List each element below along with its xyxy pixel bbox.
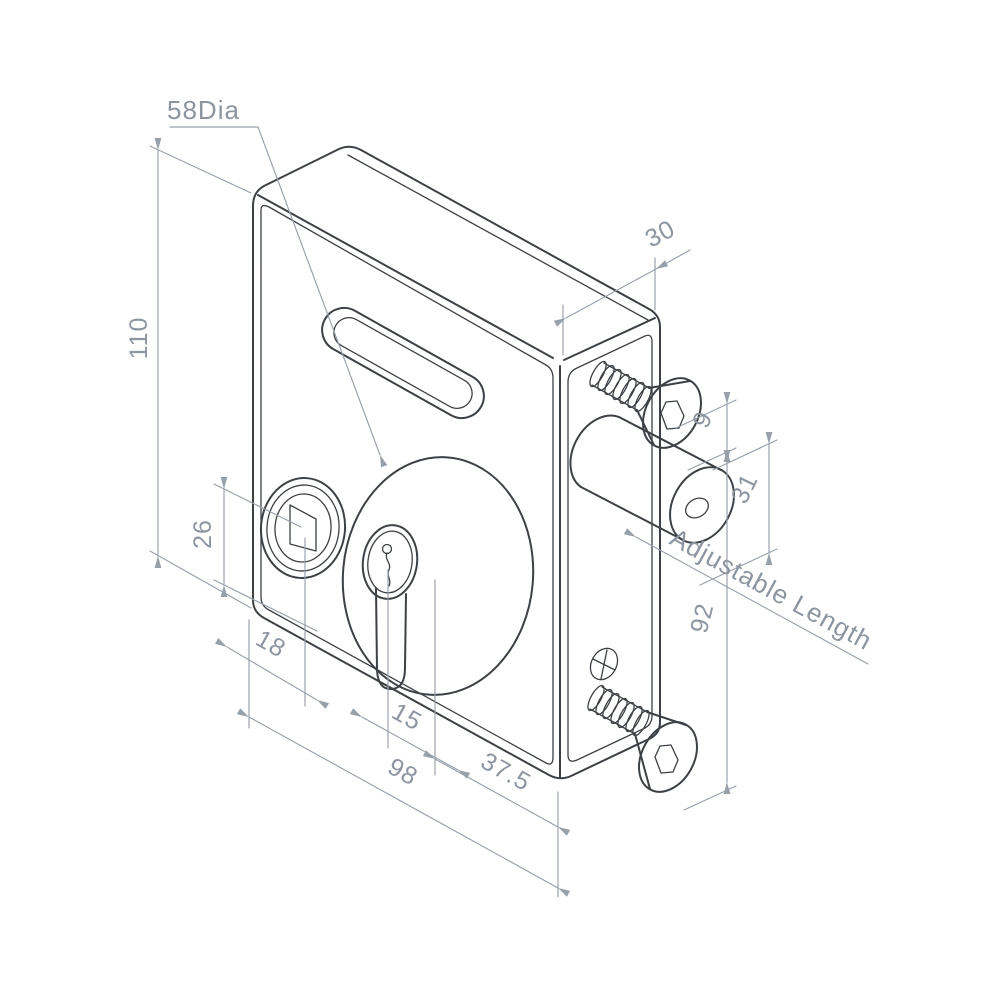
cylinder-face-inner	[367, 530, 413, 594]
dim-follower-offset: 26	[189, 477, 318, 632]
pin-bottom-line	[580, 486, 684, 541]
bottom-bolt-shank-top	[601, 686, 648, 713]
bottom-bolt-shank-bottom	[589, 708, 636, 735]
lock-body	[252, 145, 661, 780]
top-bolt-head-cone-top	[648, 380, 691, 389]
follower-ring-inner	[274, 493, 332, 563]
dim-follower-from-edge: 18	[214, 625, 330, 710]
front-top-edge	[257, 194, 554, 359]
dim-label-37-5: 37.5	[476, 747, 536, 797]
dim-label-31: 31	[726, 469, 764, 508]
latch-pin	[569, 414, 735, 544]
slot-inner	[333, 317, 473, 409]
key-squiggle	[385, 552, 391, 587]
key-pin	[381, 543, 393, 555]
dimensions: 58Dia 110 26 30	[125, 95, 877, 898]
dim-label-58dia: 58Dia	[167, 95, 240, 125]
callout-adjustable-length: Adjustable Length	[623, 522, 877, 665]
dim-body-height: 110	[125, 138, 252, 609]
handle-slot	[321, 306, 485, 420]
dim-body-depth: 30	[553, 215, 691, 356]
dim-body-width: 98	[236, 708, 571, 897]
top-bolt-threads	[589, 360, 652, 413]
euro-cylinder-keyhole	[361, 524, 419, 691]
bottom-bolt-threads	[587, 684, 650, 737]
bottom-bolt	[587, 684, 698, 793]
top-bolt-head-cone-bottom	[636, 409, 655, 446]
dim-label-98: 98	[383, 753, 423, 792]
dim-label-92: 92	[685, 600, 719, 636]
pin-face-hole	[685, 497, 709, 519]
top-band-inner-line	[347, 154, 649, 321]
top-bolt-hex-socket-icon	[660, 400, 685, 430]
phillips-screw	[589, 647, 619, 681]
square-follower-hole	[259, 477, 347, 579]
pin-back-arc	[569, 414, 620, 488]
dim-label-110: 110	[125, 317, 153, 360]
boss-circle-58dia	[341, 456, 535, 696]
end-plate-inner-line	[567, 334, 653, 762]
dim-bolt-spacing: 92	[683, 450, 737, 811]
bottom-bolt-head-cone-bottom	[634, 733, 651, 790]
bottom-bolt-head-face	[638, 721, 698, 793]
top-bolt-shank-bottom	[591, 384, 638, 411]
adjustable-length-label: Adjustable Length	[665, 522, 877, 656]
dim-head-gap: 9	[675, 392, 737, 471]
cylinder-face-outer	[361, 524, 419, 600]
slot-outer	[321, 306, 485, 420]
dim-label-30: 30	[641, 215, 680, 254]
top-bolt	[589, 360, 702, 449]
follower-ring-mid	[266, 484, 340, 572]
top-bolt-shank-top	[603, 362, 650, 389]
top-right-joint-edge	[563, 317, 656, 361]
dim-boss-diameter: 58Dia	[167, 95, 388, 468]
cylinder-tail	[375, 587, 407, 691]
bottom-bolt-hex-socket-icon	[654, 744, 679, 774]
body-silhouette	[252, 145, 661, 780]
follower-ring-outer	[259, 477, 347, 579]
dim-label-26: 26	[189, 519, 217, 549]
pin-top-line	[618, 416, 722, 471]
follower-square	[289, 504, 317, 552]
top-bolt-head-face	[642, 377, 702, 449]
fixings	[569, 360, 735, 793]
